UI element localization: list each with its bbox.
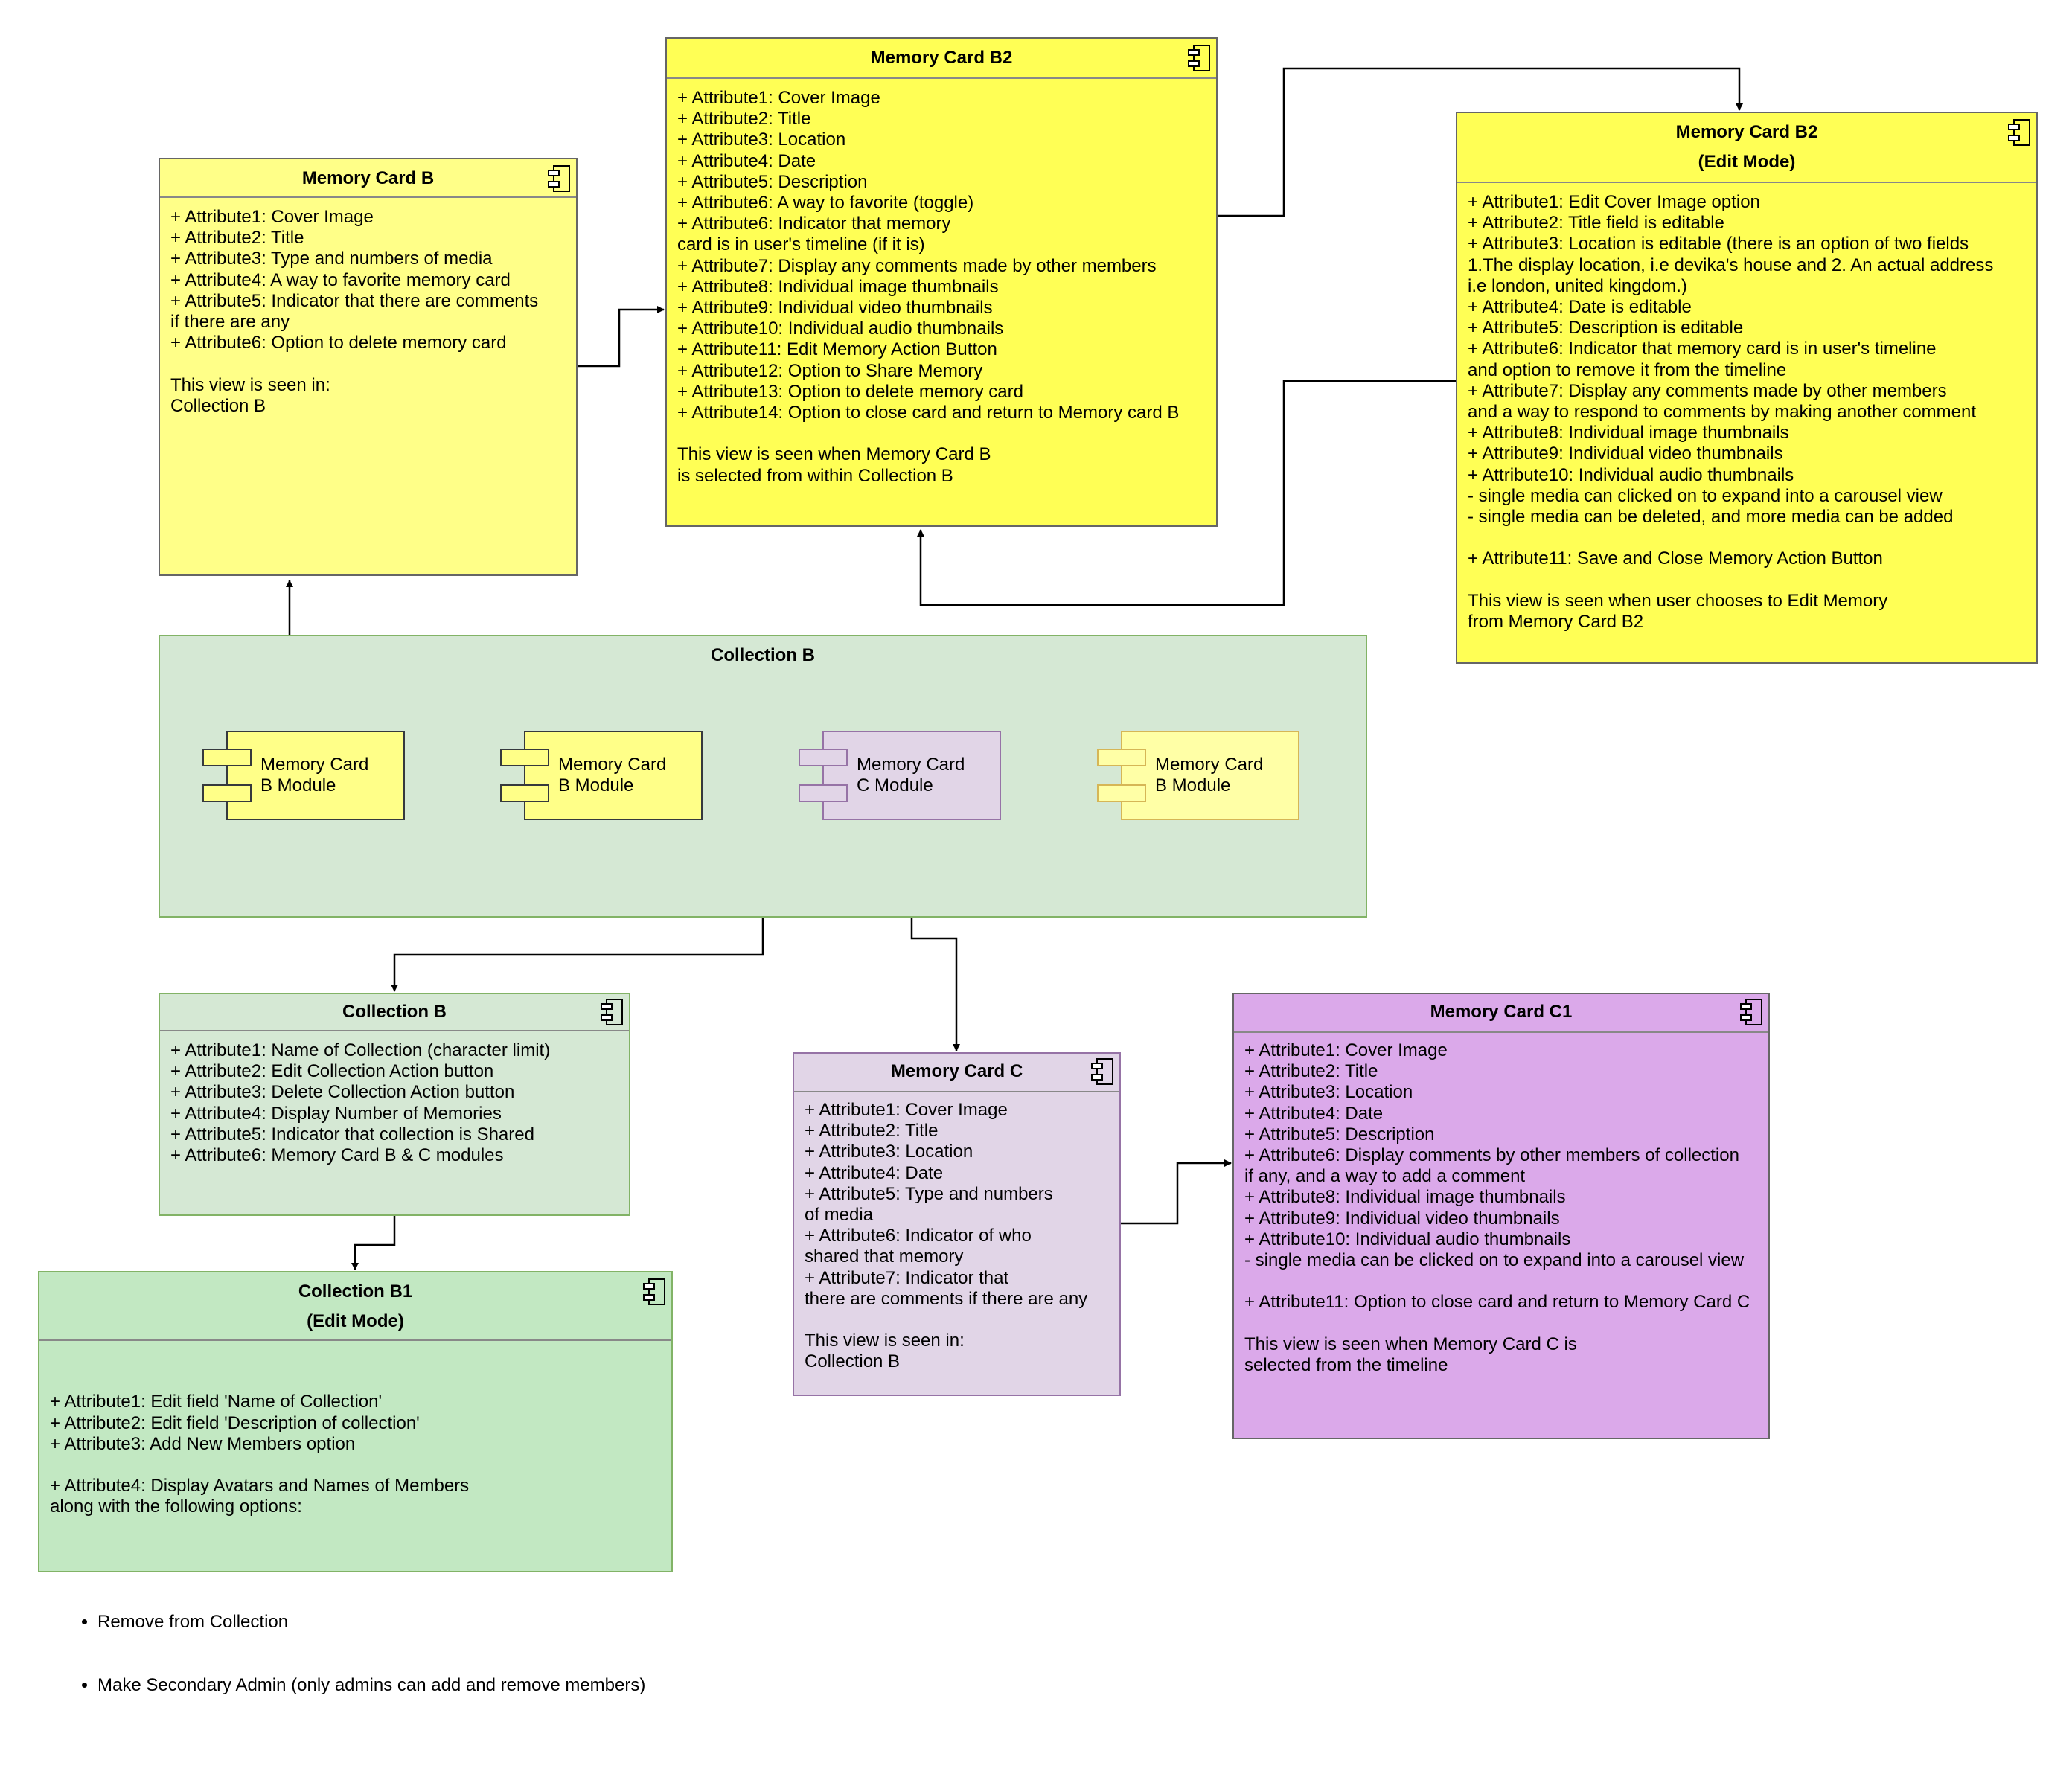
collection-b1-attributes-text: + Attribute1: Edit field 'Name of Collec… [50, 1392, 470, 1517]
collection-b[interactable]: Collection B + Attribute1: Name of Colle… [159, 993, 630, 1216]
module-tab [202, 749, 252, 766]
memory-card-c1-attributes: + Attribute1: Cover Image + Attribute2: … [1244, 1040, 1750, 1376]
header-divider [667, 77, 1216, 79]
memory-card-b-module-3[interactable]: Memory Card B Module [1097, 731, 1299, 820]
module-tab [799, 749, 848, 766]
header-divider [160, 196, 576, 198]
module-label: Memory Card C Module [857, 755, 965, 795]
collection-b-attributes: + Attribute1: Name of Collection (charac… [170, 1040, 551, 1166]
edge-collection-b-to-b1 [351, 1216, 396, 1270]
component-icon [601, 999, 623, 1025]
module-tab [1097, 749, 1146, 766]
collection-b1-subtitle: (Edit Mode) [307, 1311, 404, 1331]
header-divider [1234, 1031, 1768, 1033]
memory-card-c-title: Memory Card C [890, 1061, 1023, 1081]
module-tab [500, 749, 549, 766]
edge-container-to-collection-b [391, 918, 764, 992]
module-tab [500, 784, 549, 802]
memory-card-c-attributes: + Attribute1: Cover Image + Attribute2: … [805, 1100, 1088, 1372]
module-tab [1097, 784, 1146, 802]
collection-b1-title: Collection B1 [298, 1281, 413, 1302]
component-icon [2008, 119, 2030, 146]
module-tab [202, 784, 252, 802]
collection-b-title: Collection B [342, 1002, 447, 1022]
collection-b1-options: Remove from Collection Make Secondary Ad… [50, 1570, 665, 1738]
edge-memory-card-c-to-c1 [1121, 1159, 1232, 1225]
memory-card-c-module[interactable]: Memory Card C Module [799, 731, 1001, 820]
collection-b-container-title: Collection B [710, 645, 815, 665]
component-icon [643, 1278, 665, 1305]
memory-card-c[interactable]: Memory Card C + Attribute1: Cover Image … [793, 1052, 1121, 1396]
memory-card-b2[interactable]: Memory Card B2 + Attribute1: Cover Image… [665, 37, 1218, 527]
memory-card-c1[interactable]: Memory Card C1 + Attribute1: Cover Image… [1232, 993, 1770, 1439]
collection-b1-attributes: + Attribute1: Edit field 'Name of Collec… [50, 1350, 665, 1780]
memory-card-b-module-2[interactable]: Memory Card B Module [500, 731, 703, 820]
header-divider [794, 1091, 1119, 1092]
component-icon [1740, 999, 1762, 1025]
edge-b2-to-b2-edit [1218, 67, 1743, 217]
memory-card-b2-edit-subtitle: (Edit Mode) [1698, 152, 1796, 172]
module-tab [799, 784, 848, 802]
option-remove-from-collection: Remove from Collection [97, 1612, 665, 1633]
memory-card-b[interactable]: Memory Card B + Attribute1: Cover Image … [159, 158, 578, 576]
memory-card-b2-edit-attributes: + Attribute1: Edit Cover Image option + … [1468, 192, 1994, 633]
memory-card-b-title: Memory Card B [301, 168, 435, 188]
option-make-secondary-admin: Make Secondary Admin (only admins can ad… [97, 1675, 665, 1696]
component-icon [1091, 1058, 1113, 1085]
memory-card-b2-attributes: + Attribute1: Cover Image + Attribute2: … [677, 88, 1180, 486]
module-label: Memory Card B Module [260, 755, 369, 795]
header-divider [39, 1339, 671, 1341]
memory-card-b2-edit-title: Memory Card B2 [1675, 122, 1818, 142]
memory-card-b2-edit-mode[interactable]: Memory Card B2 (Edit Mode) + Attribute1:… [1456, 112, 2038, 664]
module-label: Memory Card B Module [558, 755, 667, 795]
memory-card-c1-title: Memory Card C1 [1430, 1002, 1573, 1022]
edge-memory-card-b-to-b2 [578, 306, 665, 368]
memory-card-b-attributes: + Attribute1: Cover Image + Attribute2: … [170, 207, 539, 416]
memory-card-b2-title: Memory Card B2 [870, 48, 1013, 68]
component-icon [1188, 45, 1210, 71]
header-divider [1457, 182, 2036, 183]
memory-card-b-module-1[interactable]: Memory Card B Module [202, 731, 405, 820]
module-label: Memory Card B Module [1155, 755, 1264, 795]
component-icon [548, 165, 570, 192]
header-divider [160, 1030, 629, 1031]
collection-b1-edit-mode[interactable]: Collection B1 (Edit Mode) + Attribute1: … [38, 1271, 673, 1695]
edge-b2-edit-to-b2 [917, 380, 1456, 606]
